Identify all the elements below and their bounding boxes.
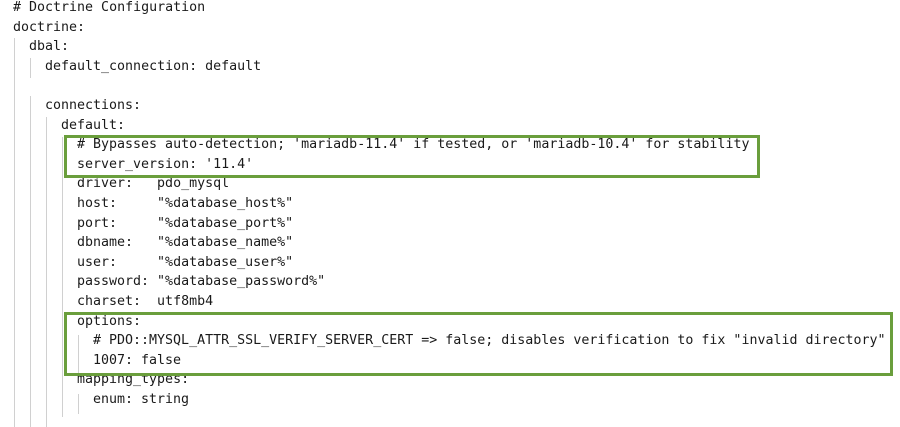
code-line-port: port: "%database_port%"	[77, 215, 294, 231]
code-line-dbname: dbname: "%database_name%"	[77, 235, 294, 251]
server-version-highlight-box	[64, 135, 760, 178]
indent-guide-level-2b	[30, 96, 31, 427]
code-line-user: user: "%database_user%"	[77, 254, 294, 270]
code-line-dbal: dbal:	[29, 39, 70, 55]
indent-guide-level-2	[30, 58, 31, 78]
code-line-default-connection: default_connection: default	[45, 58, 262, 74]
indent-guide-level-3	[46, 117, 47, 427]
code-line-driver: driver: pdo_mysql	[77, 176, 230, 192]
code-line-1007: 1007: false	[93, 352, 182, 368]
code-line-charset: charset: utf8mb4	[77, 293, 214, 309]
code-line-server-version: server_version: '11.4'	[77, 156, 254, 172]
code-line-connections: connections:	[45, 97, 142, 113]
code-line-doctrine: doctrine:	[13, 19, 86, 35]
code-line-options: options:	[77, 313, 142, 329]
options-highlight-box	[64, 312, 893, 376]
indent-guide-level-1	[14, 38, 15, 427]
code-line-enum: enum: string	[93, 391, 190, 407]
code-line-bypass-comment: # Bypasses auto-detection; 'mariadb-11.4…	[77, 137, 750, 153]
indent-guide-level-4	[62, 137, 63, 417]
code-line-host: host: "%database_host%"	[77, 195, 294, 211]
code-line-blank	[13, 76, 886, 96]
code-line-comment-title: # Doctrine Configuration	[13, 0, 206, 15]
indent-guide-level-5-mapping	[78, 394, 79, 414]
indent-guide-level-5-options	[78, 335, 79, 373]
code-line-pdo-comment: # PDO::MYSQL_ATTR_SSL_VERIFY_SERVER_CERT…	[93, 333, 886, 349]
code-line-mapping-types: mapping_types:	[77, 372, 190, 388]
code-line-password: password: "%database_password%"	[77, 274, 326, 290]
yaml-code-block: # Doctrine Configuration doctrine: dbal:…	[13, 0, 886, 409]
code-line-default: default:	[61, 117, 126, 133]
